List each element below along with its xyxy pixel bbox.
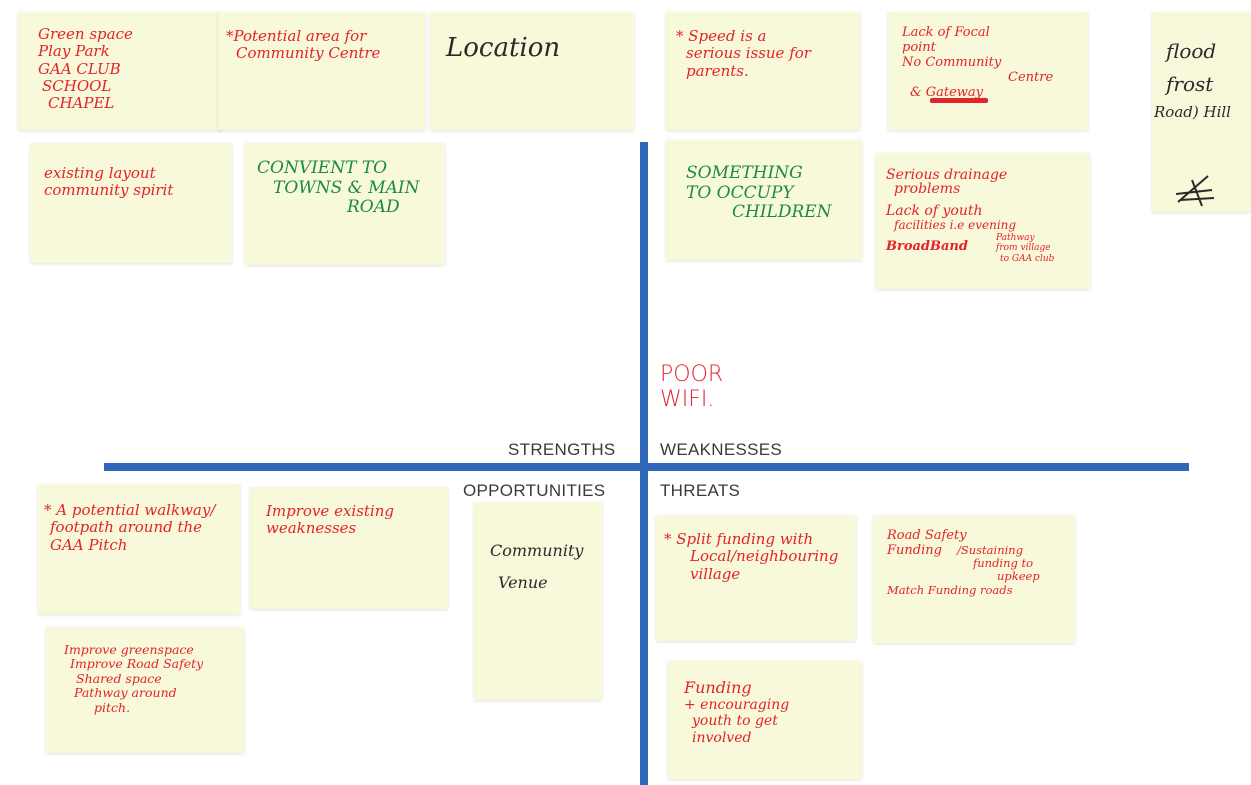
note-line: /Sustaining: [957, 542, 1024, 557]
sticky-note-community-venue[interactable]: Community Venue: [474, 502, 602, 700]
note-line: involved: [692, 729, 752, 746]
note-line: BroadBand: [886, 239, 968, 255]
note-line: No Community: [902, 54, 1002, 70]
poor-wifi-text: POOR WIFI.: [660, 362, 723, 413]
note-line: & Gateway: [910, 84, 983, 100]
note-line: Road Safety: [887, 528, 967, 543]
sticky-note-focal-point[interactable]: Lack of Focal point No Community Centre …: [888, 12, 1088, 130]
sticky-note-occupy-children[interactable]: SOMETHING TO OCCUPY CHILDREN: [666, 140, 862, 260]
note-line: Centre: [1008, 69, 1054, 85]
sticky-note-location[interactable]: Location: [430, 12, 634, 130]
sticky-note-road-safety-funding[interactable]: Road Safety Funding /Sustaining funding …: [873, 515, 1075, 643]
note-line: *Potential area for: [226, 27, 367, 45]
sticky-note-improve-weaknesses[interactable]: Improve existing weaknesses: [250, 487, 448, 609]
note-line: Location: [446, 33, 561, 63]
note-line: SCHOOL: [42, 76, 112, 95]
note-line: Lack of youth: [886, 203, 983, 220]
note-line: funding to: [973, 555, 1034, 570]
note-line: * Speed is a: [676, 27, 767, 45]
note-line: to GAA club: [1000, 253, 1055, 264]
note-line: Pathway: [996, 233, 1035, 244]
note-line: from village: [996, 243, 1051, 254]
note-line: CHILDREN: [732, 202, 832, 223]
note-line: * Split funding with: [664, 530, 814, 548]
sticky-note-speed-issue[interactable]: * Speed is a serious issue for parents.: [666, 12, 860, 130]
note-line: Improve Road Safety: [70, 656, 204, 672]
note-line: flood: [1166, 39, 1217, 63]
note-line: GAA CLUB: [38, 59, 121, 78]
note-line: TO OCCUPY: [686, 182, 794, 203]
sticky-note-amenities[interactable]: Green space Play Park GAA CLUB SCHOOL CH…: [18, 12, 222, 130]
note-line: Venue: [498, 573, 548, 593]
note-line: pitch.: [94, 699, 131, 715]
crossed-out-word: [930, 98, 988, 103]
note-line: CHAPEL: [48, 94, 115, 112]
sticky-note-walkway[interactable]: * A potential walkway/ footpath around t…: [38, 484, 240, 614]
note-line: Community: [490, 541, 584, 560]
note-line: Lack of Focal: [902, 25, 990, 40]
note-line: Community Centre: [236, 44, 381, 63]
sticky-note-improve-greenspace[interactable]: Improve greenspace Improve Road Safety S…: [46, 627, 244, 753]
note-line: CONVIENT TO: [257, 158, 388, 178]
note-line: Play Park: [38, 42, 110, 61]
note-line: facilities i.e evening: [894, 218, 1017, 233]
note-line: Green space: [38, 25, 133, 43]
note-line: TOWNS & MAIN: [273, 177, 420, 198]
threats-label: THREATS: [660, 481, 741, 500]
note-line: POOR: [660, 362, 724, 387]
sticky-note-flood-frost[interactable]: flood frost Road) Hill: [1152, 12, 1251, 212]
note-line: footpath around the: [50, 518, 203, 537]
note-line: community spirit: [44, 181, 174, 200]
note-line: parents.: [686, 61, 749, 80]
note-line: frost: [1166, 72, 1214, 96]
sticky-note-drainage-youth[interactable]: Serious drainage problems Lack of youth …: [876, 153, 1090, 289]
note-line: SOMETHING: [686, 163, 803, 183]
note-line: ROAD: [347, 197, 400, 218]
note-line: Funding: [887, 542, 942, 558]
weaknesses-label: WEAKNESSES: [660, 440, 783, 459]
note-line: youth to get: [692, 713, 778, 730]
note-line: serious issue for: [686, 44, 811, 63]
note-line: + encouraging: [684, 697, 790, 714]
note-line: WIFI.: [660, 387, 715, 413]
note-line: GAA Pitch: [50, 535, 128, 554]
horizontal-axis: [104, 463, 1189, 471]
note-line: Funding: [684, 678, 752, 697]
note-line: village: [690, 564, 741, 583]
note-line: point: [902, 39, 936, 55]
sticky-note-convenient[interactable]: CONVIENT TO TOWNS & MAIN ROAD: [245, 143, 445, 265]
note-line: Match Funding roads: [887, 582, 1013, 597]
note-line: existing layout: [44, 164, 156, 182]
note-line: * A potential walkway/: [44, 501, 216, 519]
note-line: Local/neighbouring: [690, 547, 839, 566]
note-line: upkeep: [997, 568, 1040, 583]
note-line: problems: [894, 181, 961, 198]
sticky-note-funding-youth[interactable]: Funding + encouraging youth to get invol…: [668, 661, 862, 779]
note-line: Shared space: [76, 670, 162, 686]
note-line: Improve existing: [266, 502, 394, 520]
strengths-label: STRENGTHS: [508, 440, 616, 459]
opportunities-label: OPPORTUNITIES: [463, 481, 606, 500]
note-line: weaknesses: [266, 519, 357, 538]
note-line: Improve greenspace: [64, 642, 194, 657]
note-line: Serious drainage: [886, 167, 1008, 183]
sticky-note-community-centre-area[interactable]: *Potential area for Community Centre: [218, 12, 426, 130]
sticky-note-split-funding[interactable]: * Split funding with Local/neighbouring …: [656, 515, 856, 641]
note-line: Road) Hill: [1154, 103, 1231, 121]
note-line: Pathway around: [74, 685, 177, 701]
sticky-note-community-spirit[interactable]: existing layout community spirit: [30, 143, 232, 263]
scribble-mark: [1175, 175, 1215, 207]
